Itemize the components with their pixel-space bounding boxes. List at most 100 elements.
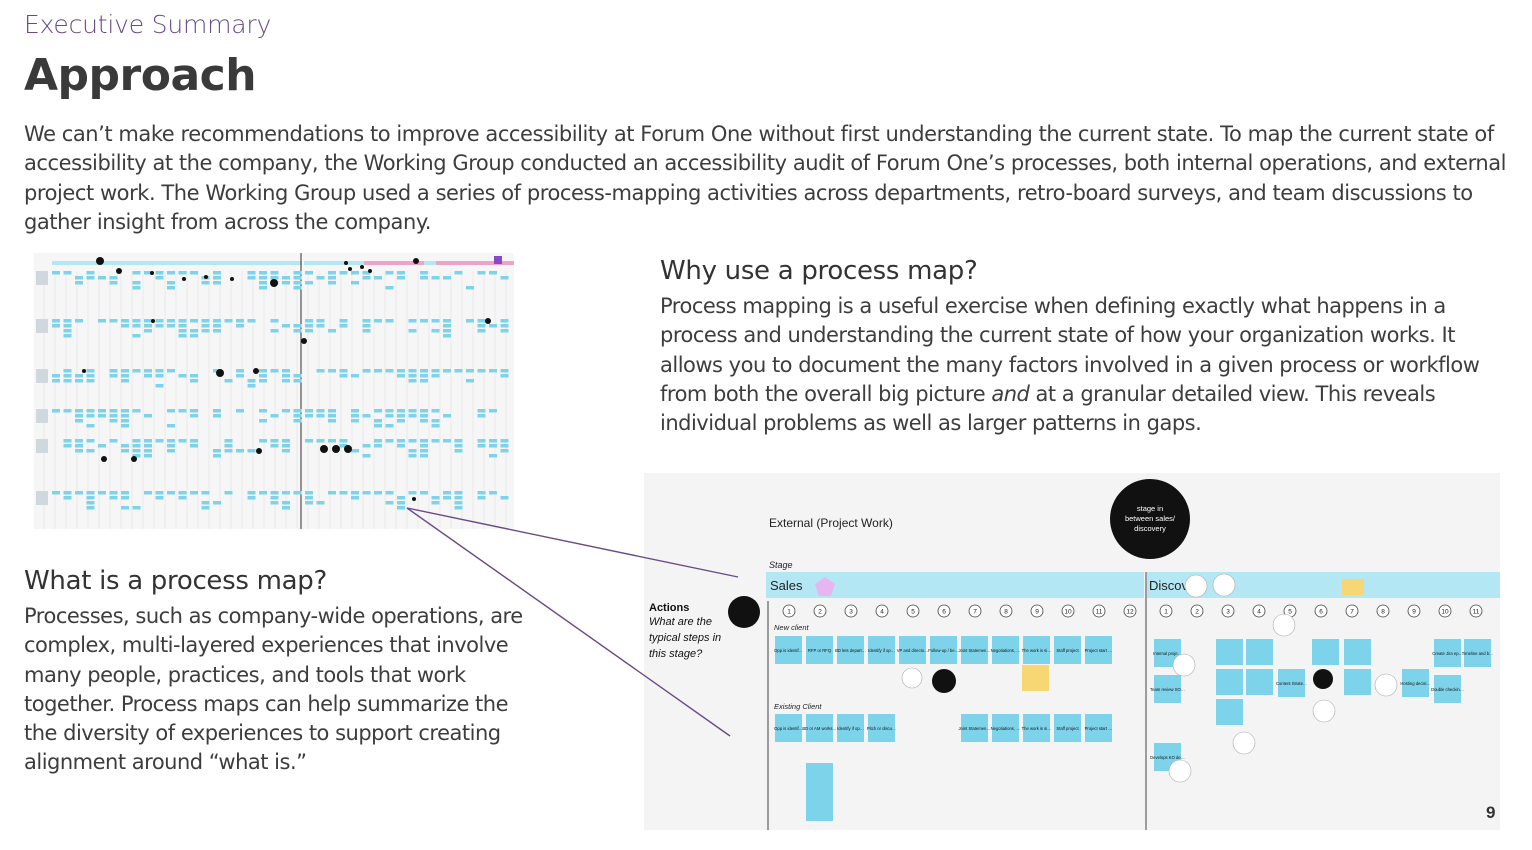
overview-card xyxy=(339,374,348,378)
overview-dot xyxy=(412,497,416,501)
existing-client-card xyxy=(868,714,895,742)
overview-stage-band xyxy=(364,261,424,265)
existing-client-card xyxy=(1085,714,1112,742)
sales-step-number: 3 xyxy=(849,609,853,616)
overview-card xyxy=(500,374,509,378)
overview-card xyxy=(385,271,394,275)
overview-card xyxy=(178,319,187,323)
overview-card xyxy=(385,414,394,418)
overview-card xyxy=(52,491,60,495)
overview-card xyxy=(144,439,152,443)
overview-card xyxy=(385,424,394,428)
overview-card xyxy=(454,439,463,443)
overview-card xyxy=(385,501,394,505)
overview-card xyxy=(282,506,290,510)
overview-card xyxy=(167,281,175,285)
sales-step-number: 9 xyxy=(1035,609,1039,616)
overview-card xyxy=(52,379,60,383)
overview-card xyxy=(454,369,463,373)
discovery-card xyxy=(1154,675,1181,703)
overview-card xyxy=(121,414,129,418)
overview-card xyxy=(282,324,290,328)
overview-card xyxy=(443,369,451,373)
overview-card xyxy=(477,271,486,275)
overview-card xyxy=(201,324,210,328)
overview-card xyxy=(236,319,244,323)
overview-card xyxy=(408,379,417,383)
overview-card xyxy=(282,439,290,443)
overview-card xyxy=(121,324,129,328)
overview-card xyxy=(167,449,175,453)
overview-dot xyxy=(96,257,104,265)
sales-step-number: 10 xyxy=(1064,609,1072,616)
discovery-card-text: Create Jira ep… xyxy=(1432,651,1463,656)
overview-row-label xyxy=(36,491,48,505)
existing-client-card xyxy=(1023,714,1050,742)
overview-card xyxy=(431,369,440,373)
overview-card xyxy=(293,491,302,495)
discovery-step-number: 1 xyxy=(1164,609,1168,616)
overview-dot xyxy=(301,338,307,344)
overview-card xyxy=(121,374,129,378)
overview-dot xyxy=(182,277,186,281)
overview-card xyxy=(443,439,451,443)
overview-card xyxy=(305,319,313,323)
overview-card xyxy=(454,491,463,495)
overview-card xyxy=(316,501,325,505)
overview-card xyxy=(397,276,405,280)
overview-card xyxy=(282,501,290,505)
overview-card xyxy=(500,449,509,453)
overview-card xyxy=(224,439,233,443)
overview-card xyxy=(454,271,463,275)
overview-card xyxy=(247,271,256,275)
overview-card xyxy=(121,496,129,500)
new-client-card xyxy=(1085,636,1112,664)
overview-card xyxy=(431,419,440,423)
overview-card xyxy=(190,329,198,333)
overview-card xyxy=(293,374,302,378)
overview-card xyxy=(293,419,302,423)
overview-card xyxy=(155,271,164,275)
overview-card xyxy=(132,454,141,458)
overview-card xyxy=(63,409,72,413)
overview-card xyxy=(293,409,302,413)
overview-card xyxy=(374,491,382,495)
overview-card xyxy=(500,324,509,328)
overview-card xyxy=(213,414,221,418)
discovery-step-circle xyxy=(1469,604,1483,618)
overview-card xyxy=(420,444,428,448)
overview-card xyxy=(86,414,95,418)
overview-card xyxy=(224,319,233,323)
overview-card xyxy=(385,439,394,443)
overview-card xyxy=(224,491,233,495)
overview-card xyxy=(259,374,267,378)
overview-card xyxy=(167,409,175,413)
overview-card xyxy=(75,414,83,418)
overview-card xyxy=(86,409,95,413)
overview-card xyxy=(374,444,382,448)
existing-client-card xyxy=(992,714,1019,742)
overview-card xyxy=(362,369,371,373)
board-title: External (Project Work) xyxy=(769,516,893,530)
overview-card xyxy=(443,496,451,500)
overview-card xyxy=(213,271,221,275)
overview-card xyxy=(63,319,72,323)
overview-card xyxy=(75,374,83,378)
overview-card xyxy=(178,491,187,495)
overview-card xyxy=(121,409,129,413)
overview-card xyxy=(144,414,152,418)
overview-card xyxy=(63,334,72,338)
overview-card xyxy=(52,409,60,413)
discovery-step-number: 6 xyxy=(1319,609,1323,616)
overview-card xyxy=(201,319,210,323)
overview-card xyxy=(420,409,428,413)
overview-card xyxy=(178,409,187,413)
new-client-card xyxy=(899,636,926,664)
overview-card xyxy=(305,496,313,500)
stage-bubble xyxy=(1110,479,1190,559)
overview-card xyxy=(109,439,118,443)
overview-card xyxy=(259,439,267,443)
overview-card xyxy=(121,506,129,510)
overview-card xyxy=(443,276,451,280)
overview-card xyxy=(305,281,313,285)
